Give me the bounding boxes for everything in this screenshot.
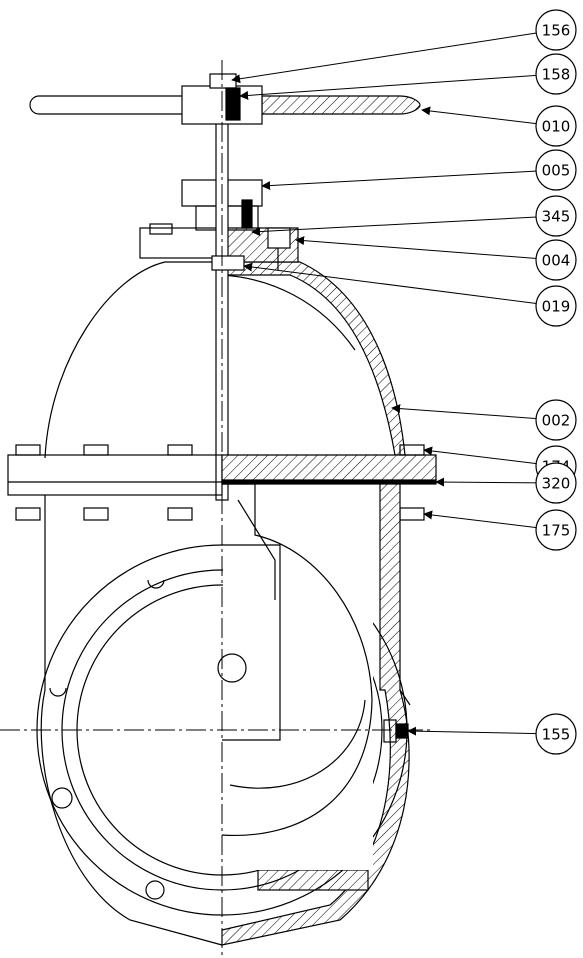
gate-guide: [237, 499, 276, 600]
flange-notch-side: [49, 687, 67, 697]
callout-label-320: 320: [542, 475, 571, 493]
flange-nut-175: [399, 507, 425, 521]
callout-label-155: 155: [542, 726, 571, 744]
flange-nut-3: [167, 507, 193, 521]
callout-label-002: 002: [542, 412, 571, 430]
callout-label-158: 158: [542, 66, 571, 84]
leader-156: [231, 29, 557, 84]
seat-insert-155-housing: [383, 719, 397, 743]
center-lines: [0, 60, 430, 958]
flange-bolt-2: [83, 444, 109, 456]
callout-bubbles: 156 158 010 005 345 004 019 002: [535, 9, 577, 755]
gland-bolt-right: [267, 227, 291, 249]
gate-pin: [217, 653, 247, 683]
body-right-outer: [399, 689, 411, 706]
body-left-lower: [40, 689, 223, 946]
body-flange-right: [221, 454, 437, 483]
callout-158: 158: [535, 53, 577, 95]
callout-leaders: [231, 29, 557, 736]
gland-bolt-left: [149, 223, 173, 235]
bonnet-section: [221, 261, 406, 456]
body-flange-left: [7, 454, 223, 496]
callout-345: 345: [535, 195, 577, 237]
callout-320: 320: [535, 462, 577, 504]
leader-175: [423, 510, 557, 531]
stem-nut-019: [211, 255, 245, 271]
leader-002: [391, 404, 557, 421]
callout-label-010: 010: [542, 118, 571, 136]
callout-label-175: 175: [542, 522, 571, 540]
seat-ring-bottom: [257, 869, 369, 891]
callout-label-156: 156: [542, 22, 571, 40]
callout-label-004: 004: [542, 252, 571, 270]
flange-nut-2: [83, 507, 109, 521]
port-mask: [223, 540, 373, 870]
callout-155: 155: [535, 713, 577, 755]
flange-notch-top: [147, 579, 165, 589]
valve-body: [7, 73, 437, 946]
callout-156: 156: [535, 9, 577, 51]
callout-002: 002: [535, 399, 577, 441]
stem-cap-156: [209, 73, 237, 89]
callout-005: 005: [535, 149, 577, 191]
gate-wedge-inner: [222, 544, 281, 741]
callout-019: 019: [535, 285, 577, 327]
bonnet-outline: [44, 261, 222, 459]
callout-175: 175: [535, 509, 577, 551]
flange-bolt-3: [167, 444, 193, 456]
leader-155: [407, 726, 557, 736]
leader-005: [261, 169, 557, 191]
callout-010: 010: [535, 105, 577, 147]
leader-010: [421, 106, 557, 127]
bonnet-top-flange: [139, 227, 223, 259]
flange-bolt-1: [15, 444, 41, 456]
bonnet-inner: [221, 274, 356, 351]
callout-label-005: 005: [542, 162, 571, 180]
callout-label-345: 345: [542, 208, 571, 226]
leader-019: [243, 262, 557, 307]
gate-lower-arc: [229, 699, 366, 789]
leader-004: [295, 236, 557, 261]
leader-174: [423, 446, 557, 467]
gate-wedge: [221, 483, 373, 837]
flange-nut-1: [15, 507, 41, 521]
leader-158: [239, 73, 557, 100]
handle-bar-right: [261, 95, 421, 115]
callout-label-019: 019: [542, 298, 571, 316]
packing-345: [241, 199, 253, 229]
seat-insert-155: [395, 723, 409, 739]
callout-004: 004: [535, 239, 577, 281]
flange-hole-2: [145, 880, 165, 900]
flange-hole-1: [51, 787, 73, 809]
stem-top-158: [225, 87, 241, 121]
leader-345: [251, 215, 557, 237]
